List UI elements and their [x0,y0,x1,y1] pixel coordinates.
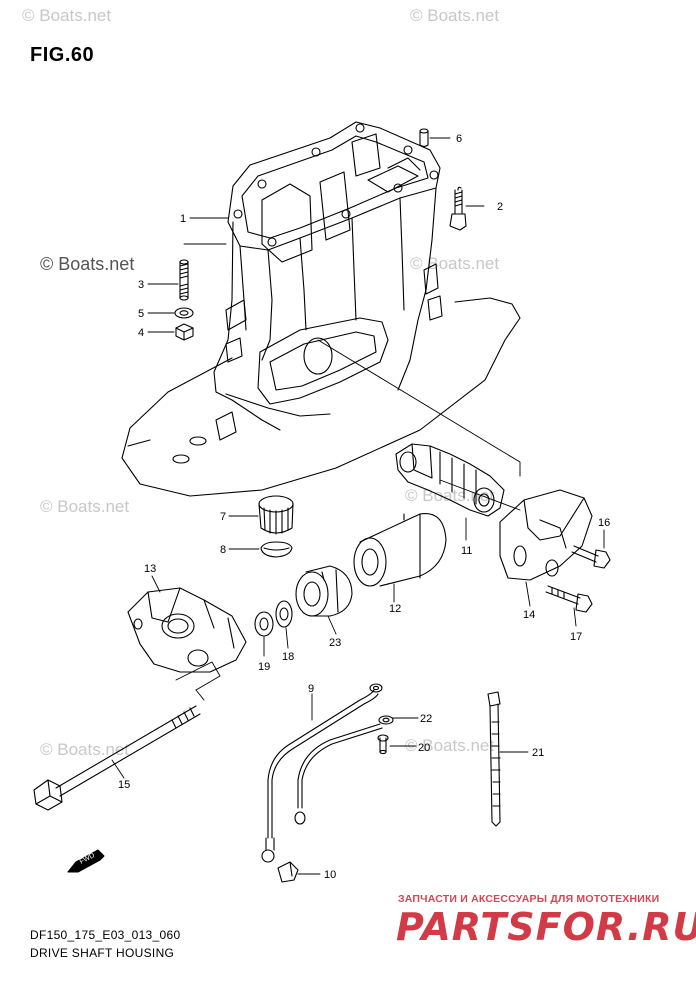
brand-logo[interactable]: PARTSFOR.RU [396,905,696,949]
part-label-3: 3 [138,279,144,291]
part-label-15: 15 [118,779,130,791]
bracket-14 [499,489,593,581]
part-label-16: 16 [598,517,610,529]
part-label-5: 5 [138,308,144,320]
bushing-12 [353,512,447,587]
mount-rubber-11 [395,443,505,517]
leader-lines [111,137,605,875]
part-label-2: 2 [497,201,503,213]
watermark: © Boats.net [410,6,500,25]
part-label-6: 6 [456,133,462,145]
watermark: © Boats.net [40,497,130,516]
rubber-23 [295,565,353,617]
part-label-22: 22 [420,713,432,725]
watermark: © Boats.net [410,254,500,273]
cable-tie-21 [487,691,501,827]
part-label-1: 1 [180,213,186,225]
nut-4 [175,323,194,341]
stud-3 [179,259,189,301]
bolt-2 [449,186,467,231]
part-label-14: 14 [523,609,535,621]
part-label-20: 20 [418,742,430,754]
screw-10 [277,861,299,883]
part-label-12: 12 [389,603,401,615]
part-labels: 1 2 3 4 5 6 7 8 9 10 11 12 13 14 15 16 1… [118,133,610,881]
watermark: © Boats.net [22,6,112,25]
washer-18 [275,600,293,628]
part-label-4: 4 [138,327,144,339]
brand-tagline: ЗАПЧАСТИ И АКСЕССУАРЫ ДЛЯ МОТОТЕХНИКИ [398,893,660,905]
washer-19 [254,611,274,637]
part-label-23: 23 [329,637,341,649]
figure-code: DF150_175_E03_013_060 [30,928,181,942]
drive-shaft-housing [121,121,521,497]
bolt-16 [571,545,611,569]
watermark: © Boats.net [405,736,495,755]
long-bolt-15 [33,705,201,811]
part-label-19: 19 [258,661,270,673]
screw-20 [377,734,389,755]
fwd-arrow: FWD [67,849,105,873]
ground-wire-9 [261,683,383,863]
watermark: © Boats.net [40,254,135,274]
watermark: © Boats.net [40,740,130,759]
ground-wire-22 [294,715,394,825]
part-label-8: 8 [220,544,226,556]
part-label-18: 18 [282,651,294,663]
part-label-11: 11 [461,545,472,557]
cap-7 [258,495,294,535]
part-label-7: 7 [220,511,226,523]
bracket-13 [127,587,247,673]
figure-name: DRIVE SHAFT HOUSING [30,946,175,960]
watermark: © Boats.net [405,486,495,505]
bolt-17 [545,585,593,613]
part-label-13: 13 [144,563,156,575]
seal-ring-8 [260,541,293,558]
figure-title: FIG.60 [30,44,95,66]
part-label-9: 9 [308,683,314,695]
part-label-21: 21 [532,747,544,759]
part-label-17: 17 [570,631,582,643]
washer-5 [174,307,194,319]
dowel-pin [419,128,429,148]
part-label-10: 10 [324,869,336,881]
